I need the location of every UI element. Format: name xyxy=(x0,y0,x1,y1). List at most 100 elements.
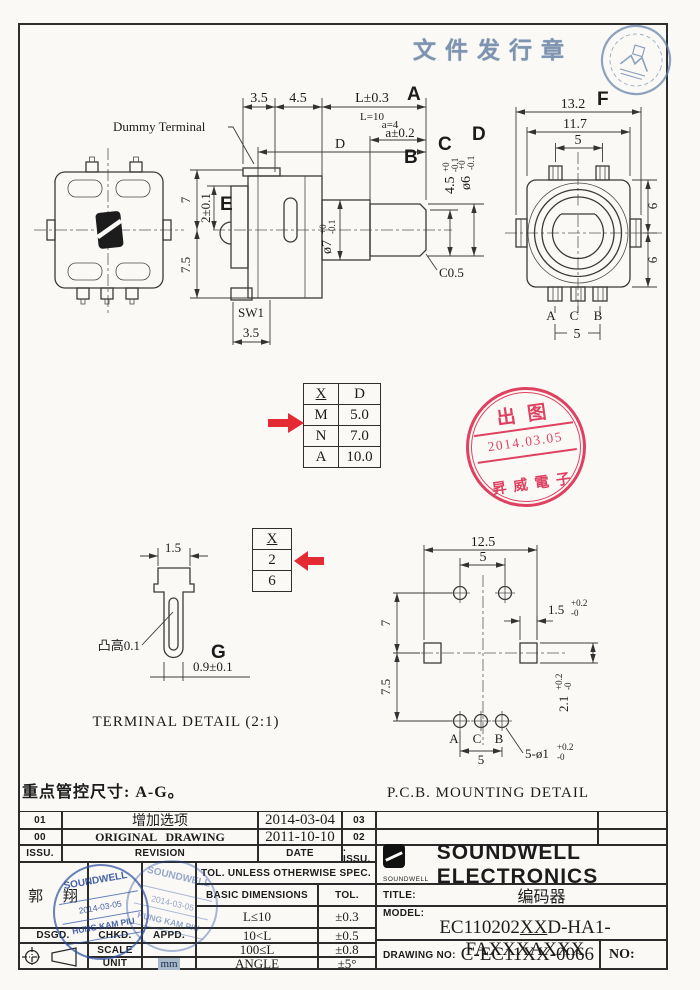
top-view: 13.2 F 11.7 5 6 6 A C B 5 xyxy=(505,89,662,342)
rev-issu: 02 xyxy=(342,829,376,845)
projection-symbol-icon xyxy=(22,946,77,967)
tol-range: 10<L xyxy=(196,928,318,943)
scale-value xyxy=(142,943,196,957)
model-label: MODEL: xyxy=(383,908,425,919)
dim-a-tol: a±0.2 xyxy=(385,125,414,140)
company-header: SOUNDWELL SOUNDWELL ELECTRONICS xyxy=(376,841,668,888)
xd-cell: M xyxy=(303,404,339,426)
title-value: 编码器 xyxy=(517,889,566,906)
rev-empty xyxy=(598,829,668,845)
dim-dia7: ø7 +0 -0.1 xyxy=(318,220,337,254)
xd-cell: A xyxy=(303,446,339,468)
terminal-detail-caption: TERMINAL DETAIL (2:1) xyxy=(93,714,280,730)
revision-header: REVISION xyxy=(62,845,258,862)
key-dim-A: A xyxy=(407,84,421,105)
dim-3-5-sw: 3.5 xyxy=(243,325,259,340)
svg-text:ø6: ø6 xyxy=(459,176,474,190)
drawing-views: .ln{stroke:#3a3a3a;stroke-width:1.3;fill… xyxy=(34,84,662,801)
terminal-detail: 1.5 凸高0.1 G 0.9±0.1 TERMINAL DETAIL (2:1… xyxy=(93,540,280,730)
dim-6-upper: 6 xyxy=(645,202,660,209)
key-dim-D: D xyxy=(472,124,486,145)
svg-text:2.1: 2.1 xyxy=(556,696,571,712)
dim-D: D xyxy=(335,137,345,152)
dsgd-label: DSGD. xyxy=(18,928,88,943)
scale-label: SCALE xyxy=(88,943,142,957)
svg-text:ø7: ø7 xyxy=(320,240,335,254)
red-arrow-left-icon xyxy=(294,551,326,571)
projection-symbol-cell xyxy=(18,943,88,970)
tol-range: 100≤L xyxy=(196,942,318,957)
terminal-a-label: A xyxy=(546,308,556,323)
tol-header: TOL. UNLESS OTHERWISE SPEC. xyxy=(196,862,376,884)
pcb-holes-bottom xyxy=(450,711,512,731)
model-value: EC110202XXD-HA1-FAXXXAXXX xyxy=(439,917,611,960)
drawing-no-row: DRAWING NO: C-EC11XX-0066 xyxy=(376,940,600,970)
dim-0-9: 0.9±0.1 xyxy=(193,659,233,674)
date-header: DATE xyxy=(258,845,342,862)
key-dim-B: B xyxy=(404,147,418,168)
chamfer-note: C0.5 xyxy=(439,265,464,280)
rev-date: 2011-10-10 xyxy=(258,829,342,845)
unit-label: UNIT xyxy=(88,957,142,970)
key-dim-G: G xyxy=(211,642,226,663)
option-table: X 2 6 xyxy=(252,528,292,592)
drawing-no-label: DRAWING NO: xyxy=(383,949,456,961)
pcb-hole-b-label: B xyxy=(495,731,504,746)
no-cell: NO: xyxy=(600,940,668,970)
svg-text:-0.1: -0.1 xyxy=(466,156,476,170)
pcb-holes-note: 5-ø1 +0.2 -0 xyxy=(525,742,573,762)
dim-dia6: ø6 +0 -0.1 xyxy=(457,156,476,190)
svg-text:-0: -0 xyxy=(571,608,579,618)
svg-text:1.5: 1.5 xyxy=(548,602,564,617)
svg-text:+0.2: +0.2 xyxy=(571,598,587,608)
dim-a-eq: a=4 xyxy=(382,119,399,131)
dim-4-5-tol: 4.5 +0 -0.1 xyxy=(441,158,460,194)
tol-value: ±5° xyxy=(318,956,376,971)
tol-range: L≤10 xyxy=(196,906,318,928)
key-dim-E: E xyxy=(220,194,233,215)
appd-label: APPD. xyxy=(142,928,196,943)
tol-value: ±0.8 xyxy=(318,942,376,957)
company-name: SOUNDWELL ELECTRONICS xyxy=(436,840,599,888)
tol-value: ±0.5 xyxy=(318,928,376,943)
xd-cell: 10.0 xyxy=(338,446,381,468)
dim-L10: L=10 xyxy=(360,111,384,123)
dim-2: 2±0.1 xyxy=(198,193,213,223)
dim-4-5: 4.5 xyxy=(289,91,307,106)
xd-cell: 7.0 xyxy=(338,425,381,447)
rev-issu: 03 xyxy=(342,811,376,829)
issu2-header: . ISSU. xyxy=(342,843,376,865)
tol-col-header: TOL. xyxy=(318,884,376,906)
dim-5-bottom: 5 xyxy=(574,327,581,342)
pcb-hole-c-label: C xyxy=(473,731,482,746)
title-row: TITLE: 编码器 xyxy=(376,884,668,906)
appd-signature xyxy=(142,862,196,928)
drawing-no-value: C-EC11XX-0066 xyxy=(460,944,595,965)
svg-text:+0: +0 xyxy=(318,224,328,234)
rev-empty xyxy=(376,811,598,829)
chkd-signature xyxy=(88,862,142,928)
rev-empty xyxy=(376,829,598,845)
bump-height-label: 凸高0.1 xyxy=(98,638,140,653)
svg-text:5-ø1: 5-ø1 xyxy=(525,746,549,761)
dim-7-5: 7.5 xyxy=(378,679,393,695)
company-logo: SOUNDWELL xyxy=(383,843,429,886)
top-view-pins xyxy=(547,165,610,302)
pcb-detail-caption: P.C.B. MOUNTING DETAIL xyxy=(387,785,589,801)
rev-desc: ORIGINAL DRAWING xyxy=(62,829,258,845)
x26-cell: X xyxy=(252,528,292,550)
rev-date: 2014-03-04 xyxy=(258,811,342,829)
svg-text:-0: -0 xyxy=(557,752,565,762)
pcb-mounting-detail: 12.5 5 7 7.5 1.5 +0.2 xyxy=(378,535,598,801)
side-view: 3.5 4.5 L±0.3 A L=10 D a=4 a±0.2 B 7 2±0… xyxy=(113,84,486,345)
front-top-terminals xyxy=(85,156,143,173)
red-arrow-right-icon xyxy=(268,413,304,433)
dim-12-5: 12.5 xyxy=(471,535,496,550)
dim-6-lower: 6 xyxy=(645,256,660,263)
release-stamp: 出图 2014.03.05 昇威電子 xyxy=(458,379,594,515)
terminal-c-label: C xyxy=(570,308,579,323)
release-label: 文件发行章 xyxy=(413,38,573,63)
xd-cell: 5.0 xyxy=(338,404,381,426)
